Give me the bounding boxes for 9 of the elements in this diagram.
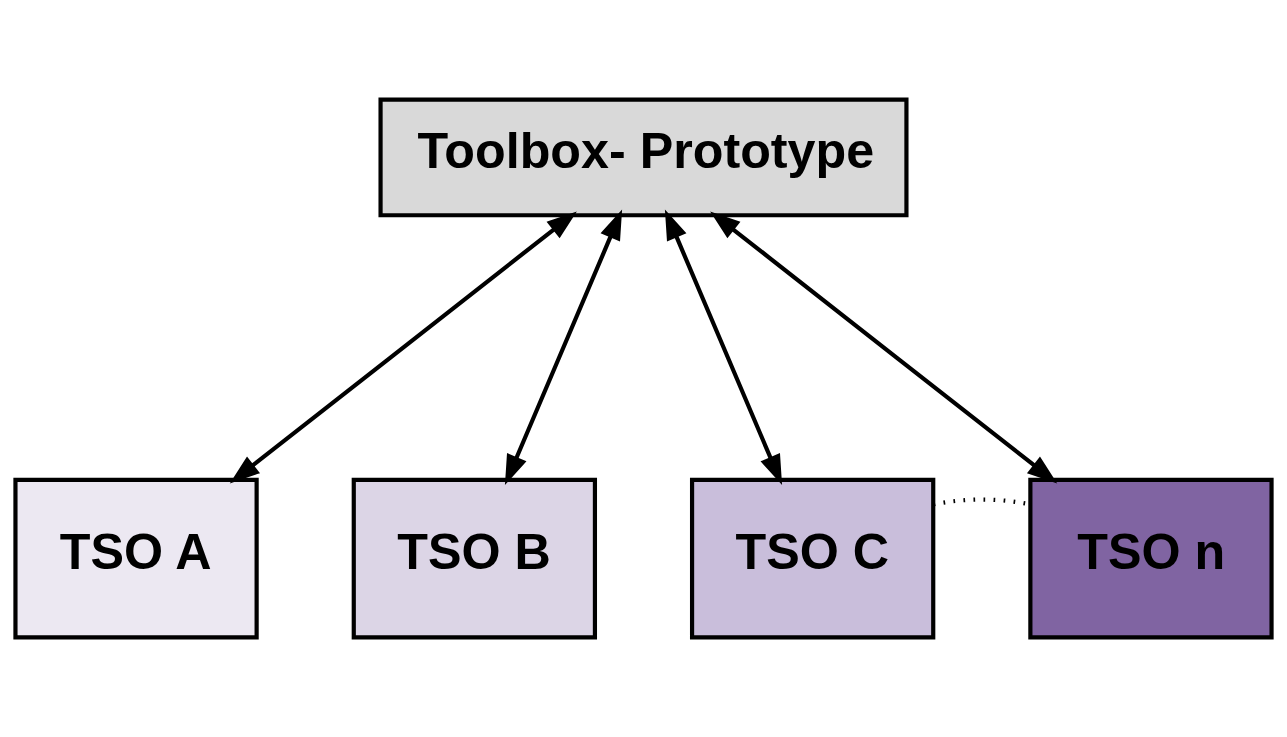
arrow [504, 209, 623, 486]
arrow [664, 209, 783, 486]
node-box: TSO C [689, 477, 936, 640]
node-box: Toolbox- Prototype [378, 97, 909, 218]
arrow [229, 211, 577, 484]
node-box: TSO A [13, 477, 259, 640]
node-box: TSO B [351, 477, 598, 640]
arrow [710, 211, 1058, 484]
node-box: TSO n [1028, 477, 1274, 640]
